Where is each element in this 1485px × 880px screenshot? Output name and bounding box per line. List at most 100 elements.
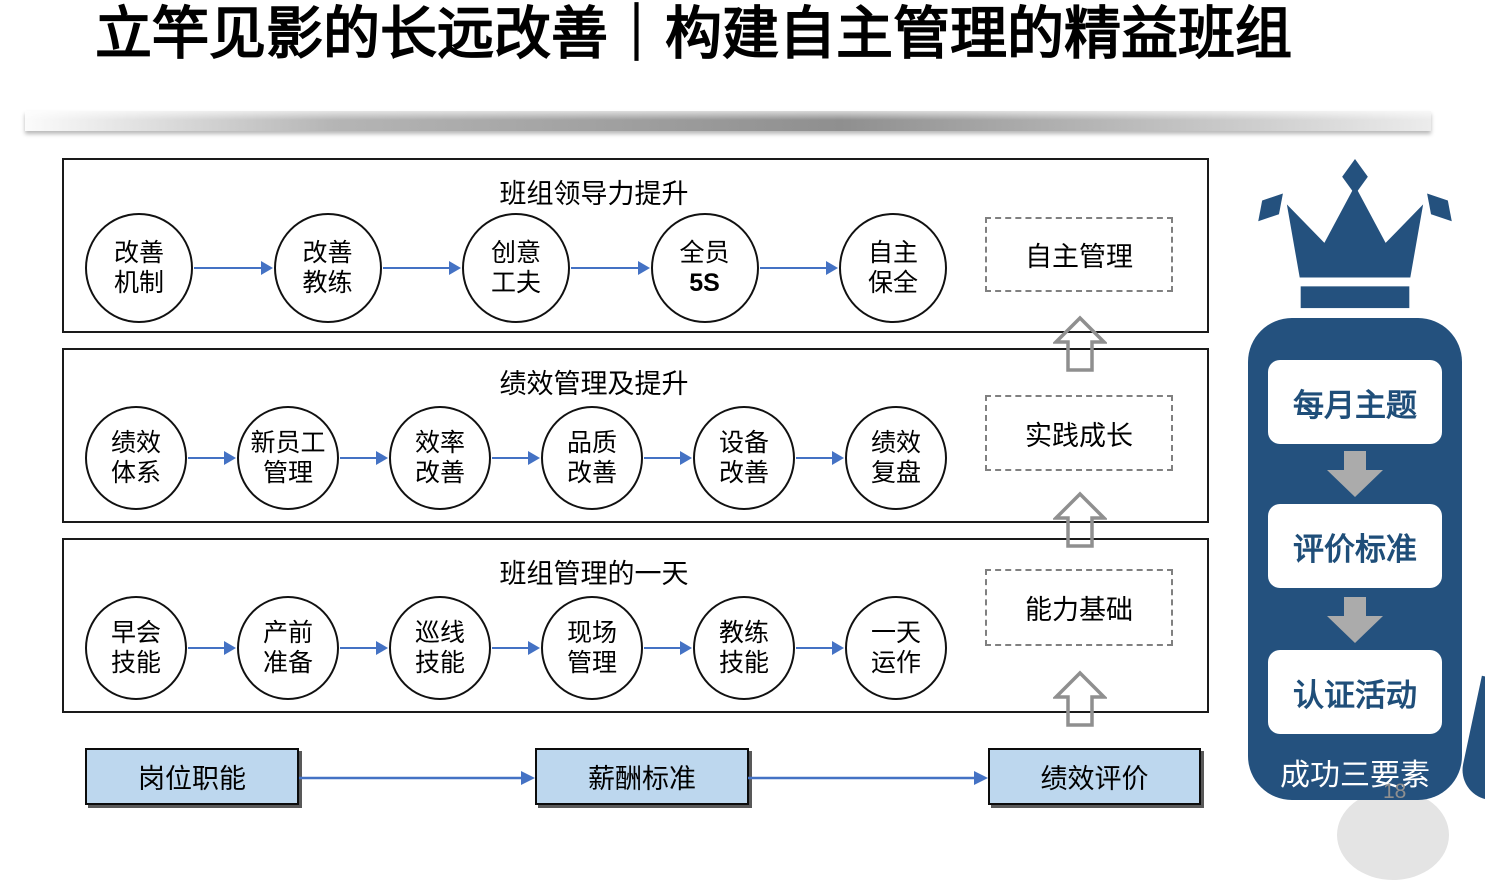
- step-label-line1: 早会: [110, 619, 161, 647]
- flow-arrow: [188, 641, 236, 655]
- flow-arrow: [759, 261, 838, 275]
- step-label-line2: 管理: [262, 459, 313, 487]
- step-label-line2: 5S: [689, 269, 720, 297]
- down-arrow-icon: [1327, 597, 1383, 643]
- step-label-line1: 改善: [113, 239, 164, 267]
- foundation-label: 岗位职能: [138, 764, 246, 794]
- section-daily-management: 班组管理的一天 早会技能产前准备巡线技能现场管理教练技能一天运作 能力基础: [62, 538, 1209, 713]
- flow-arrow: [340, 451, 388, 465]
- flow-arrow: [340, 641, 388, 655]
- flow-arrow: [492, 451, 540, 465]
- foundation-box: 薪酬标准: [535, 748, 749, 805]
- step-circle: 自主保全: [839, 213, 947, 323]
- step-label-line2: 复盘: [870, 459, 921, 487]
- step-label-line1: 自主: [867, 239, 918, 267]
- step-label-line1: 设备: [718, 429, 769, 457]
- step-label-line1: 一天: [870, 619, 921, 647]
- step-circle: 改善教练: [273, 213, 382, 323]
- outcome-box: 自主管理: [985, 217, 1173, 292]
- foundation-box: 岗位职能: [85, 748, 299, 805]
- flow-arrow: [194, 261, 272, 275]
- step-circle: 早会技能: [85, 596, 187, 700]
- factor-label: 认证活动: [1293, 677, 1417, 713]
- flow-arrow: [571, 261, 649, 275]
- foundation-label: 绩效评价: [1040, 764, 1149, 794]
- step-circle: 创意工夫: [462, 213, 570, 323]
- step-label-line2: 教练: [302, 269, 353, 297]
- step-label-line2: 运作: [870, 649, 921, 677]
- section-performance: 绩效管理及提升 绩效体系新员工管理效率改善品质改善设备改善绩效复盘 实践成长: [62, 348, 1209, 523]
- up-arrow-icon: [1053, 491, 1107, 548]
- up-arrow-icon: [1053, 670, 1107, 727]
- flow-arrow: [748, 771, 988, 785]
- step-label-line1: 新员工: [250, 429, 326, 457]
- factor-label: 评价标准: [1293, 531, 1417, 567]
- crown-icon: [1258, 158, 1452, 309]
- pillar-caption: 成功三要素: [1280, 759, 1430, 792]
- flow-arrow: [644, 641, 692, 655]
- step-label-line1: 绩效: [110, 429, 161, 457]
- flow-arrow: [796, 641, 844, 655]
- outcome-box: 实践成长: [985, 395, 1173, 471]
- step-circle: 效率改善: [389, 406, 491, 510]
- step-label-line2: 管理: [566, 649, 617, 677]
- flow-arrow: [188, 451, 236, 465]
- step-circle: 产前准备: [237, 596, 339, 700]
- flow-arrow: [492, 641, 540, 655]
- flow-arrow: [299, 771, 535, 785]
- slide: 立竿见影的长远改善｜构建自主管理的精益班组 班组领导力提升 改善机制改善教练创意…: [25, 2, 1485, 880]
- down-arrow-icon: [1327, 451, 1383, 497]
- outcome-label: 能力基础: [1025, 595, 1133, 625]
- factor-box: 认证活动: [1268, 650, 1442, 734]
- foundation-label: 薪酬标准: [588, 764, 696, 794]
- step-label-line2: 改善: [566, 459, 617, 487]
- step-label-line1: 绩效: [870, 429, 921, 457]
- step-label-line2: 保全: [867, 269, 918, 297]
- step-row: 绩效体系新员工管理效率改善品质改善设备改善绩效复盘: [85, 402, 947, 514]
- step-circle: 绩效体系: [85, 406, 187, 510]
- step-label-line2: 技能: [718, 649, 769, 677]
- page-title: 立竿见影的长远改善｜构建自主管理的精益班组: [95, 2, 1292, 66]
- step-label-line2: 准备: [262, 649, 313, 677]
- up-arrow-icon: [1053, 315, 1107, 372]
- step-label-line1: 全员: [679, 239, 730, 267]
- step-label-line1: 教练: [718, 619, 769, 647]
- section-title: 绩效管理及提升: [499, 369, 689, 399]
- step-circle: 教练技能: [693, 596, 795, 700]
- step-label-line2: 技能: [414, 649, 465, 677]
- step-row: 早会技能产前准备巡线技能现场管理教练技能一天运作: [85, 592, 947, 704]
- factor-box: 评价标准: [1268, 504, 1442, 588]
- step-label-line1: 巡线: [414, 619, 465, 647]
- flow-arrow: [382, 261, 461, 275]
- step-label-line1: 效率: [414, 429, 465, 457]
- outcome-box: 能力基础: [985, 569, 1173, 646]
- step-label-line2: 工夫: [490, 269, 541, 297]
- title-divider-bar: [25, 111, 1431, 131]
- step-label-line2: 体系: [110, 459, 161, 487]
- step-circle: 一天运作: [845, 596, 947, 700]
- foundation-box: 绩效评价: [988, 748, 1201, 805]
- section-title: 班组管理的一天: [499, 559, 689, 589]
- step-circle: 改善机制: [85, 213, 193, 323]
- step-label-line2: 技能: [110, 649, 161, 677]
- step-circle: 绩效复盘: [845, 406, 947, 510]
- success-factors-panel: 每月主题 评价标准 认证活动 成功三要素: [1248, 318, 1462, 800]
- step-circle: 现场管理: [541, 596, 643, 700]
- step-circle: 设备改善: [693, 406, 795, 510]
- step-label-line1: 产前: [262, 619, 313, 647]
- outcome-label: 自主管理: [1025, 242, 1133, 272]
- step-label-line1: 现场: [566, 619, 617, 647]
- step-circle: 新员工管理: [237, 406, 339, 510]
- flow-arrow: [644, 451, 692, 465]
- step-label-line2: 机制: [113, 269, 164, 297]
- factor-box: 每月主题: [1268, 360, 1442, 444]
- step-circle: 巡线技能: [389, 596, 491, 700]
- step-label-line1: 品质: [566, 429, 617, 457]
- step-label-line2: 改善: [718, 459, 769, 487]
- section-title: 班组领导力提升: [499, 179, 689, 209]
- outcome-label: 实践成长: [1025, 420, 1133, 451]
- step-label-line2: 改善: [414, 459, 465, 487]
